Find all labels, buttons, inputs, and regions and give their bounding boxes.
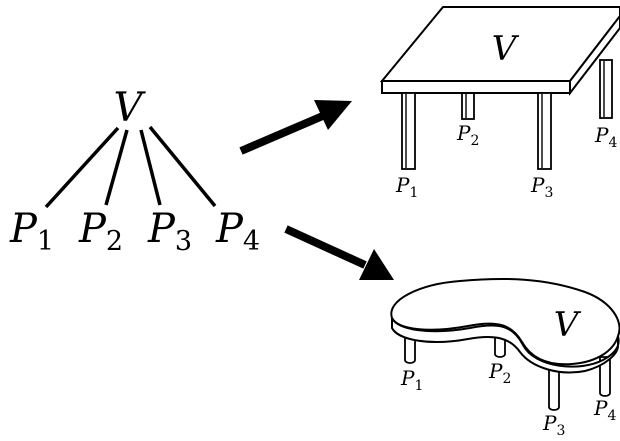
kidney-table: V P1 P2 P3 P4 [390, 277, 620, 439]
tree-leaf-1: P1 [9, 206, 54, 257]
square-table: V P1 P2 P3 P4 [379, 6, 620, 201]
square-table-top-label: V [492, 29, 520, 69]
tree-leaf-3: P3 [147, 206, 192, 257]
square-table-leg-label-1: P1 [395, 173, 418, 201]
square-table-leg-2 [461, 91, 475, 120]
square-table-leg-3 [537, 92, 552, 170]
tree-edge-1 [44, 126, 120, 209]
square-table-leg-1 [401, 92, 416, 170]
kidney-table-leg-label-2: P2 [488, 359, 511, 387]
square-table-leg-4 [599, 59, 613, 119]
tree-edge-2 [104, 129, 129, 206]
tree: V P1 P2 P3 P4 [9, 85, 260, 257]
kidney-table-leg-3 [548, 365, 560, 411]
arrow-to-square-table [239, 100, 352, 155]
tree-edge-3 [139, 129, 162, 206]
arrow-head-down [359, 249, 394, 280]
kidney-table-leg-label-1: P1 [400, 366, 423, 394]
square-table-leg-label-4: P4 [594, 123, 617, 151]
square-table-top-side-edge [569, 14, 620, 96]
tree-leaf-4: P4 [215, 206, 260, 257]
kidney-table-leg-label-3: P3 [542, 411, 565, 439]
kidney-table-leg-4 [599, 356, 611, 397]
tree-edge-4 [148, 125, 217, 208]
kidney-table-top-label: V [554, 305, 582, 345]
kidney-table-top [390, 277, 620, 366]
square-table-top-front-edge [381, 80, 571, 94]
kidney-table-leg-label-4: P4 [593, 396, 616, 424]
arrow-to-kidney-table [284, 225, 394, 280]
square-table-leg-label-2: P2 [456, 121, 479, 149]
tree-root-label: V [114, 85, 147, 131]
square-table-leg-label-3: P3 [530, 173, 553, 201]
arrow-head-up [314, 100, 352, 130]
tree-leaf-2: P2 [78, 206, 123, 257]
